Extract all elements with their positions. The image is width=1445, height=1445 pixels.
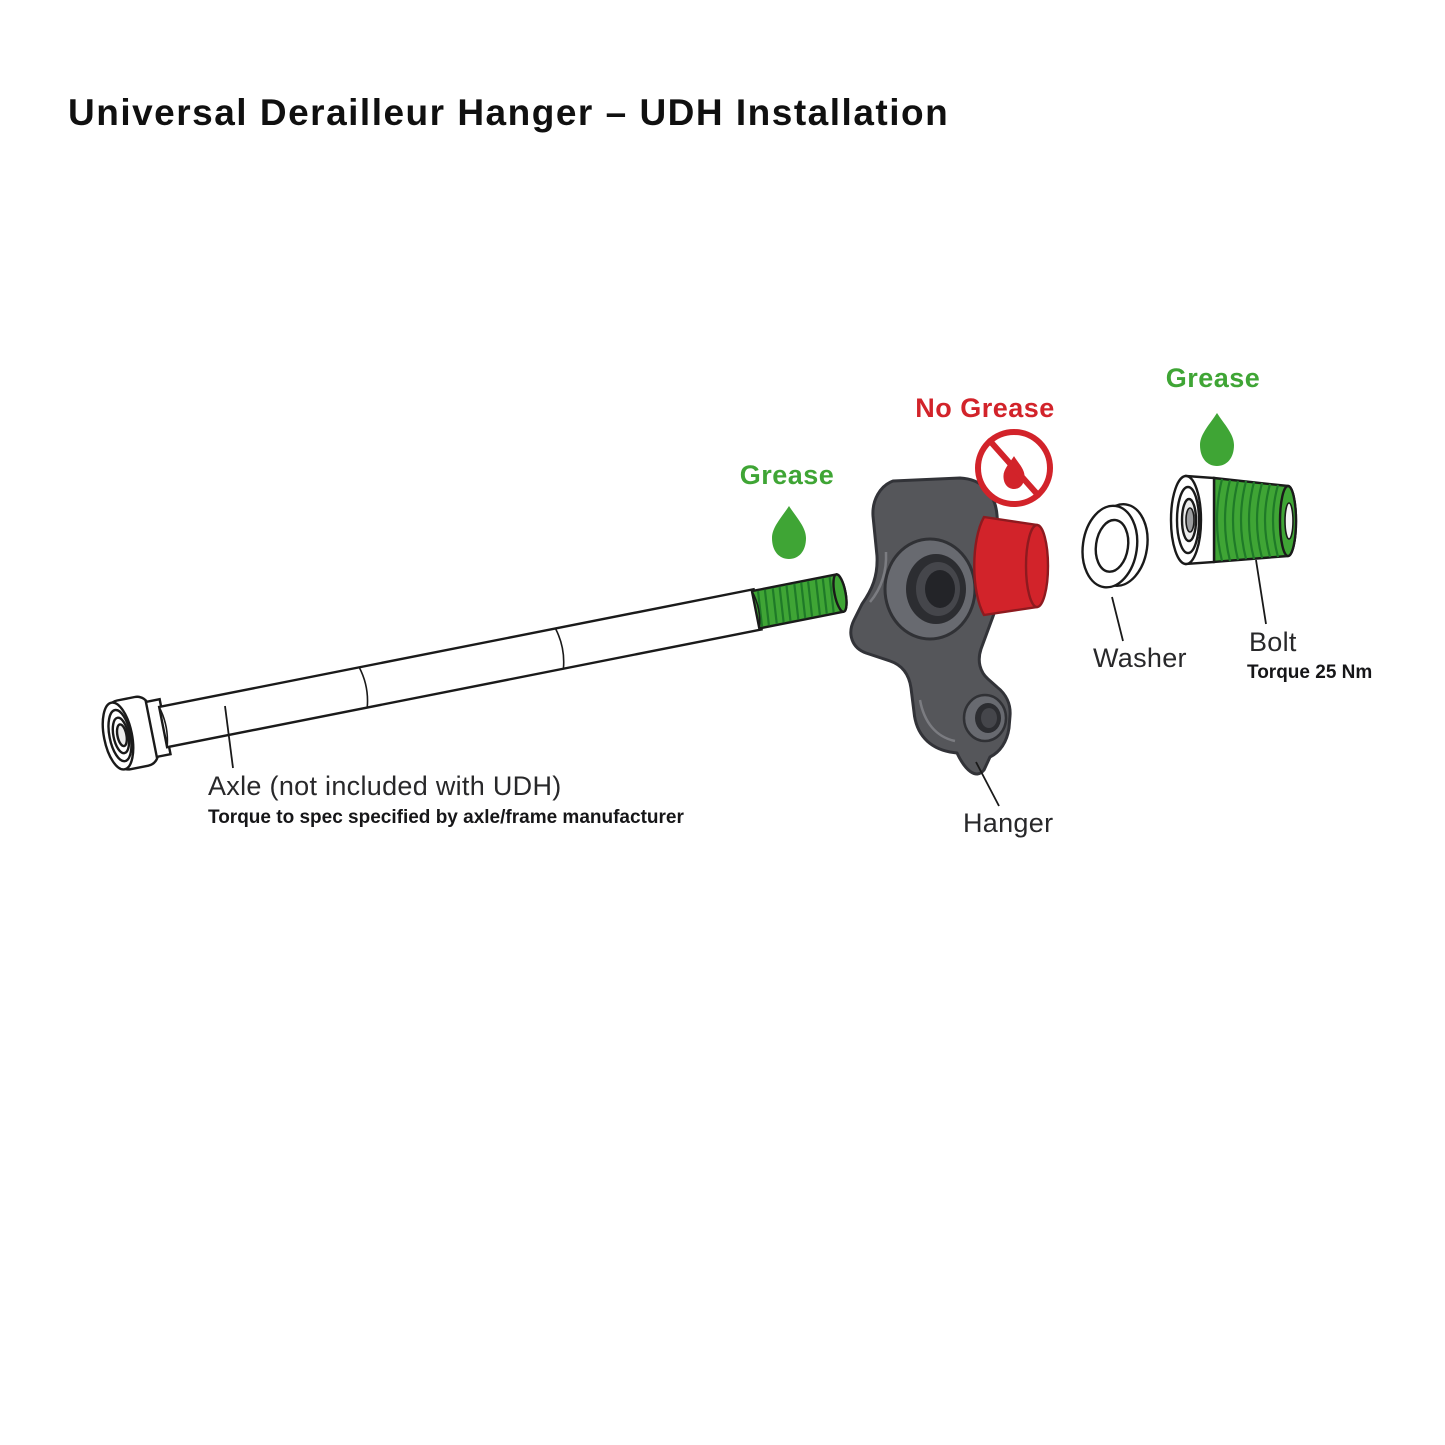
hanger-label: Hanger bbox=[963, 808, 1054, 838]
hanger-illustration bbox=[849, 476, 1050, 776]
no-grease-label: No Grease bbox=[915, 393, 1055, 423]
bolt-illustration bbox=[1169, 474, 1298, 566]
axle-thread-seam bbox=[751, 590, 761, 629]
grease-droplet-axle-icon bbox=[772, 506, 806, 559]
no-grease-slash bbox=[987, 438, 1041, 498]
axle-leader-line bbox=[224, 705, 234, 769]
bolt-note: Torque 25 Nm bbox=[1247, 662, 1373, 683]
axle-illustration bbox=[101, 573, 848, 771]
axle-head-socket bbox=[115, 723, 129, 748]
washer-hole bbox=[1094, 518, 1130, 573]
axle-thread-tip bbox=[832, 573, 848, 613]
axle-note: Torque to spec specified by axle/frame m… bbox=[208, 807, 684, 828]
grease-droplet-bolt-icon bbox=[1200, 413, 1234, 466]
hanger-leader-line bbox=[975, 761, 1000, 807]
bolt-label: Bolt bbox=[1249, 627, 1297, 657]
bolt-leader-line bbox=[1255, 559, 1267, 625]
leader-lines bbox=[224, 559, 1267, 807]
hanger-frame-boss-face bbox=[1024, 523, 1050, 609]
grease-label-axle: Grease bbox=[739, 460, 835, 490]
washer-leader-line bbox=[1111, 596, 1124, 642]
page-title: Universal Derailleur Hanger – UDH Instal… bbox=[68, 92, 950, 133]
washer-illustration bbox=[1081, 503, 1149, 589]
axle-label: Axle (not included with UDH) bbox=[208, 771, 562, 801]
grease-label-bolt: Grease bbox=[1165, 363, 1261, 393]
no-grease-icon bbox=[975, 429, 1053, 507]
washer-label: Washer bbox=[1093, 643, 1187, 673]
axle-shaft bbox=[157, 587, 763, 749]
bolt-socket bbox=[1185, 507, 1195, 533]
axle-thread-lines bbox=[756, 575, 842, 627]
axle-shaft-seams bbox=[158, 628, 565, 748]
